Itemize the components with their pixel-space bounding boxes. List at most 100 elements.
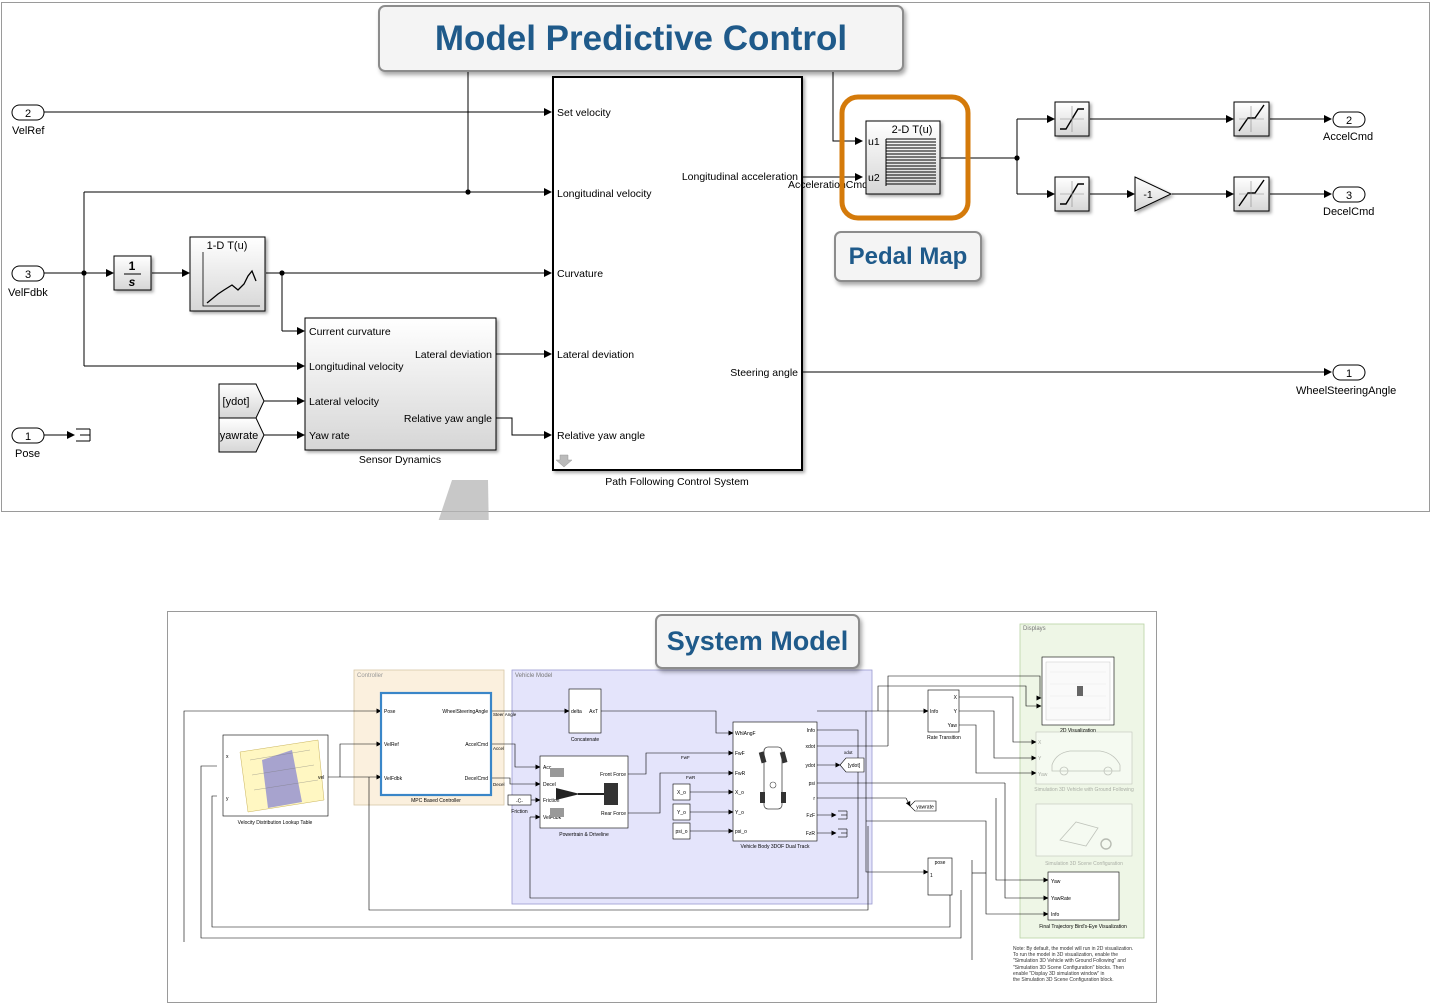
- note-line: the Simulation 3D Scene Configuration bl…: [1013, 977, 1114, 984]
- signal-label-steer-angle: Steer Angle: [493, 712, 517, 717]
- vehicle-output-label: FzR: [806, 831, 816, 837]
- pfcs-output-label: Longitudinal acceleration: [682, 171, 798, 183]
- viz-2d-block[interactable]: 2D Visualization: [1041, 656, 1115, 734]
- concatenate-block[interactable]: delta AxT Concatenate: [568, 688, 602, 743]
- signal-label-fwf: FwF: [681, 755, 690, 760]
- inport-pose[interactable]: 1 Pose: [11, 427, 45, 460]
- goto-tag-yawrate[interactable]: yawrate: [909, 800, 937, 812]
- lookup-table-1d-block[interactable]: 1-D T(u): [189, 236, 266, 312]
- pfcs-input-label: Set velocity: [557, 107, 611, 119]
- sim3d-scene-name: Simulation 3D Scene Configuration: [1045, 861, 1123, 867]
- initial-condition-x-block[interactable]: X_o: [672, 783, 691, 801]
- deadzone-block-accel[interactable]: [1233, 101, 1270, 137]
- vehicle-output-label: Info: [807, 728, 816, 734]
- initial-condition-y-block[interactable]: Y_o: [672, 803, 691, 821]
- integrator-denominator: s: [129, 275, 136, 289]
- mpc-based-controller-name: MPC Based Controller: [411, 798, 461, 804]
- saturation-block-decel[interactable]: [1054, 176, 1090, 212]
- sim3d-vehicle-name: Simulation 3D Vehicle with Ground Follow…: [1034, 787, 1134, 793]
- vehicle-output-label: ydot: [806, 763, 816, 769]
- mpc-input-label: VelRef: [384, 742, 399, 748]
- from-tag-ydot-label: [ydot]: [223, 396, 250, 408]
- integrator-block[interactable]: 1 s: [113, 255, 152, 291]
- vehicle-input-label: WhlAngF: [735, 731, 756, 737]
- friction-constant-block[interactable]: -C- Friction: [507, 794, 532, 815]
- sensor-input-label: Yaw rate: [309, 430, 350, 442]
- terminator-icon[interactable]: [76, 428, 91, 442]
- outport-decelcmd-label: DecelCmd: [1323, 206, 1374, 218]
- ic-x-label: X_o: [677, 790, 686, 796]
- mpc-based-controller-block[interactable]: Pose VelRef VelFdbk WheelSteeringAngle A…: [379, 691, 493, 804]
- pfcs-input-label: Relative yaw angle: [557, 430, 645, 442]
- birds-eye-viz-block[interactable]: Yaw YawRate Info Final Trajectory Bird's…: [1039, 871, 1127, 930]
- signal-label-decel: Decel: [493, 782, 505, 787]
- lookup-port-y: y: [226, 796, 229, 802]
- rate-transition-block[interactable]: Info X Y Yaw Rate Transition: [927, 689, 961, 741]
- vehicle-model-area-label: Vehicle Model: [515, 673, 552, 679]
- controller-area-label: Controller: [357, 673, 383, 679]
- initial-condition-psi-block[interactable]: psi_o: [672, 822, 691, 840]
- terminator-fzr-icon[interactable]: [838, 828, 848, 838]
- sensor-dynamics-block[interactable]: Current curvature Longitudinal velocity …: [304, 317, 497, 466]
- powertrain-driveline-name: Powertrain & Driveline: [559, 832, 609, 838]
- saturation-block-accel[interactable]: [1054, 101, 1090, 137]
- goto-tag-ydot[interactable]: [ydot]: [839, 757, 865, 773]
- deadzone-block-decel[interactable]: [1233, 176, 1270, 212]
- table-grid-icon: [885, 138, 936, 186]
- friction-constant-value: -C-: [516, 799, 523, 805]
- sensor-input-label: Current curvature: [309, 326, 391, 338]
- lookup-table-2d-block[interactable]: 2-D T(u) u1 u2: [865, 120, 941, 195]
- system-model-wires: [183, 675, 1049, 960]
- from-tag-ydot[interactable]: [ydot]: [218, 383, 265, 419]
- inport-velfdbk[interactable]: 3 VelFdbk: [8, 265, 48, 299]
- note-line: enable "Display 3D simulation window" in: [1013, 970, 1105, 977]
- signal-label-xdot: xdot: [844, 750, 853, 755]
- path-following-control-system-block[interactable]: Set velocity Longitudinal velocity Curva…: [552, 76, 803, 488]
- lookup-port-vel: vel: [318, 775, 324, 781]
- lookup-port-x: x: [226, 754, 229, 760]
- outport-wheelsteeringangle-num: 1: [1346, 368, 1352, 380]
- vehicle-output-label: xdot: [806, 744, 816, 750]
- outport-decelcmd[interactable]: 3 DecelCmd: [1323, 186, 1374, 218]
- vehicle-input-label: FwR: [735, 771, 746, 777]
- mpc-output-label: AccelCmd: [465, 742, 488, 748]
- rate-transition-out: Yaw: [948, 723, 958, 729]
- vehicle-input-label: psi_o: [735, 829, 747, 835]
- from-tag-yawrate[interactable]: yawrate: [218, 417, 265, 453]
- viz-2d-name: 2D Visualization: [1060, 728, 1096, 734]
- rate-transition-name: Rate Transition: [927, 735, 961, 741]
- powertrain-output-label: Rear Force: [601, 811, 626, 817]
- acceleration-cmd-signal-label: AccelerationCmd: [788, 179, 868, 191]
- inport-velfdbk-label: VelFdbk: [8, 287, 48, 299]
- sim3d-scene-block[interactable]: Simulation 3D Scene Configuration: [1035, 803, 1133, 867]
- ic-psi-label: psi_o: [676, 829, 688, 835]
- outport-accelcmd-label: AccelCmd: [1323, 131, 1373, 143]
- note-line: "Simulation 3D Scene Configuration" bloc…: [1013, 964, 1125, 971]
- concatenate-port-out: AxT: [589, 709, 598, 715]
- rate-transition-out: Y: [954, 709, 958, 715]
- goto-tag-yawrate-label: yawrate: [916, 805, 934, 811]
- lookup-table-1d-title: 1-D T(u): [207, 240, 248, 252]
- gain-value: -1: [1143, 189, 1152, 201]
- vehicle-body-3dof-block[interactable]: WhlAngF FwF FwR X_o Y_o psi_o Info xdot …: [732, 721, 818, 850]
- inport-velref-num: 2: [25, 108, 31, 120]
- mpc-title-callout: Model Predictive Control: [378, 5, 904, 72]
- mpc-input-label: Pose: [384, 709, 396, 715]
- terminator-fzf-icon[interactable]: [838, 810, 848, 820]
- integrator-numerator: 1: [129, 259, 136, 273]
- outport-wheelsteeringangle[interactable]: 1 WheelSteeringAngle: [1296, 364, 1396, 397]
- pose-selector-block[interactable]: pose 1: [927, 857, 953, 896]
- friction-constant-label: Friction: [511, 809, 528, 815]
- gain-block[interactable]: -1: [1134, 176, 1173, 212]
- pose-selector-label: pose: [935, 860, 946, 866]
- sim3d-vehicle-block[interactable]: X Y Yaw Simulation 3D Vehicle with Groun…: [1034, 731, 1134, 793]
- velocity-lookup-table-block[interactable]: x y vel Velocity Distribution Lookup Tab…: [222, 734, 329, 826]
- outport-accelcmd[interactable]: 2 AccelCmd: [1323, 111, 1373, 143]
- vehicle-chassis-icon: [758, 746, 788, 810]
- birds-eye-port: Info: [1051, 912, 1060, 918]
- outport-accelcmd-num: 2: [1346, 115, 1352, 127]
- lookup-table-2d-port-u2: u2: [868, 172, 880, 184]
- powertrain-driveline-block[interactable]: Acc Decel Friction VelFdbk Front Force R…: [539, 755, 629, 838]
- inport-velref[interactable]: 2 VelRef: [11, 104, 45, 137]
- powertrain-input-label: Friction: [543, 798, 560, 804]
